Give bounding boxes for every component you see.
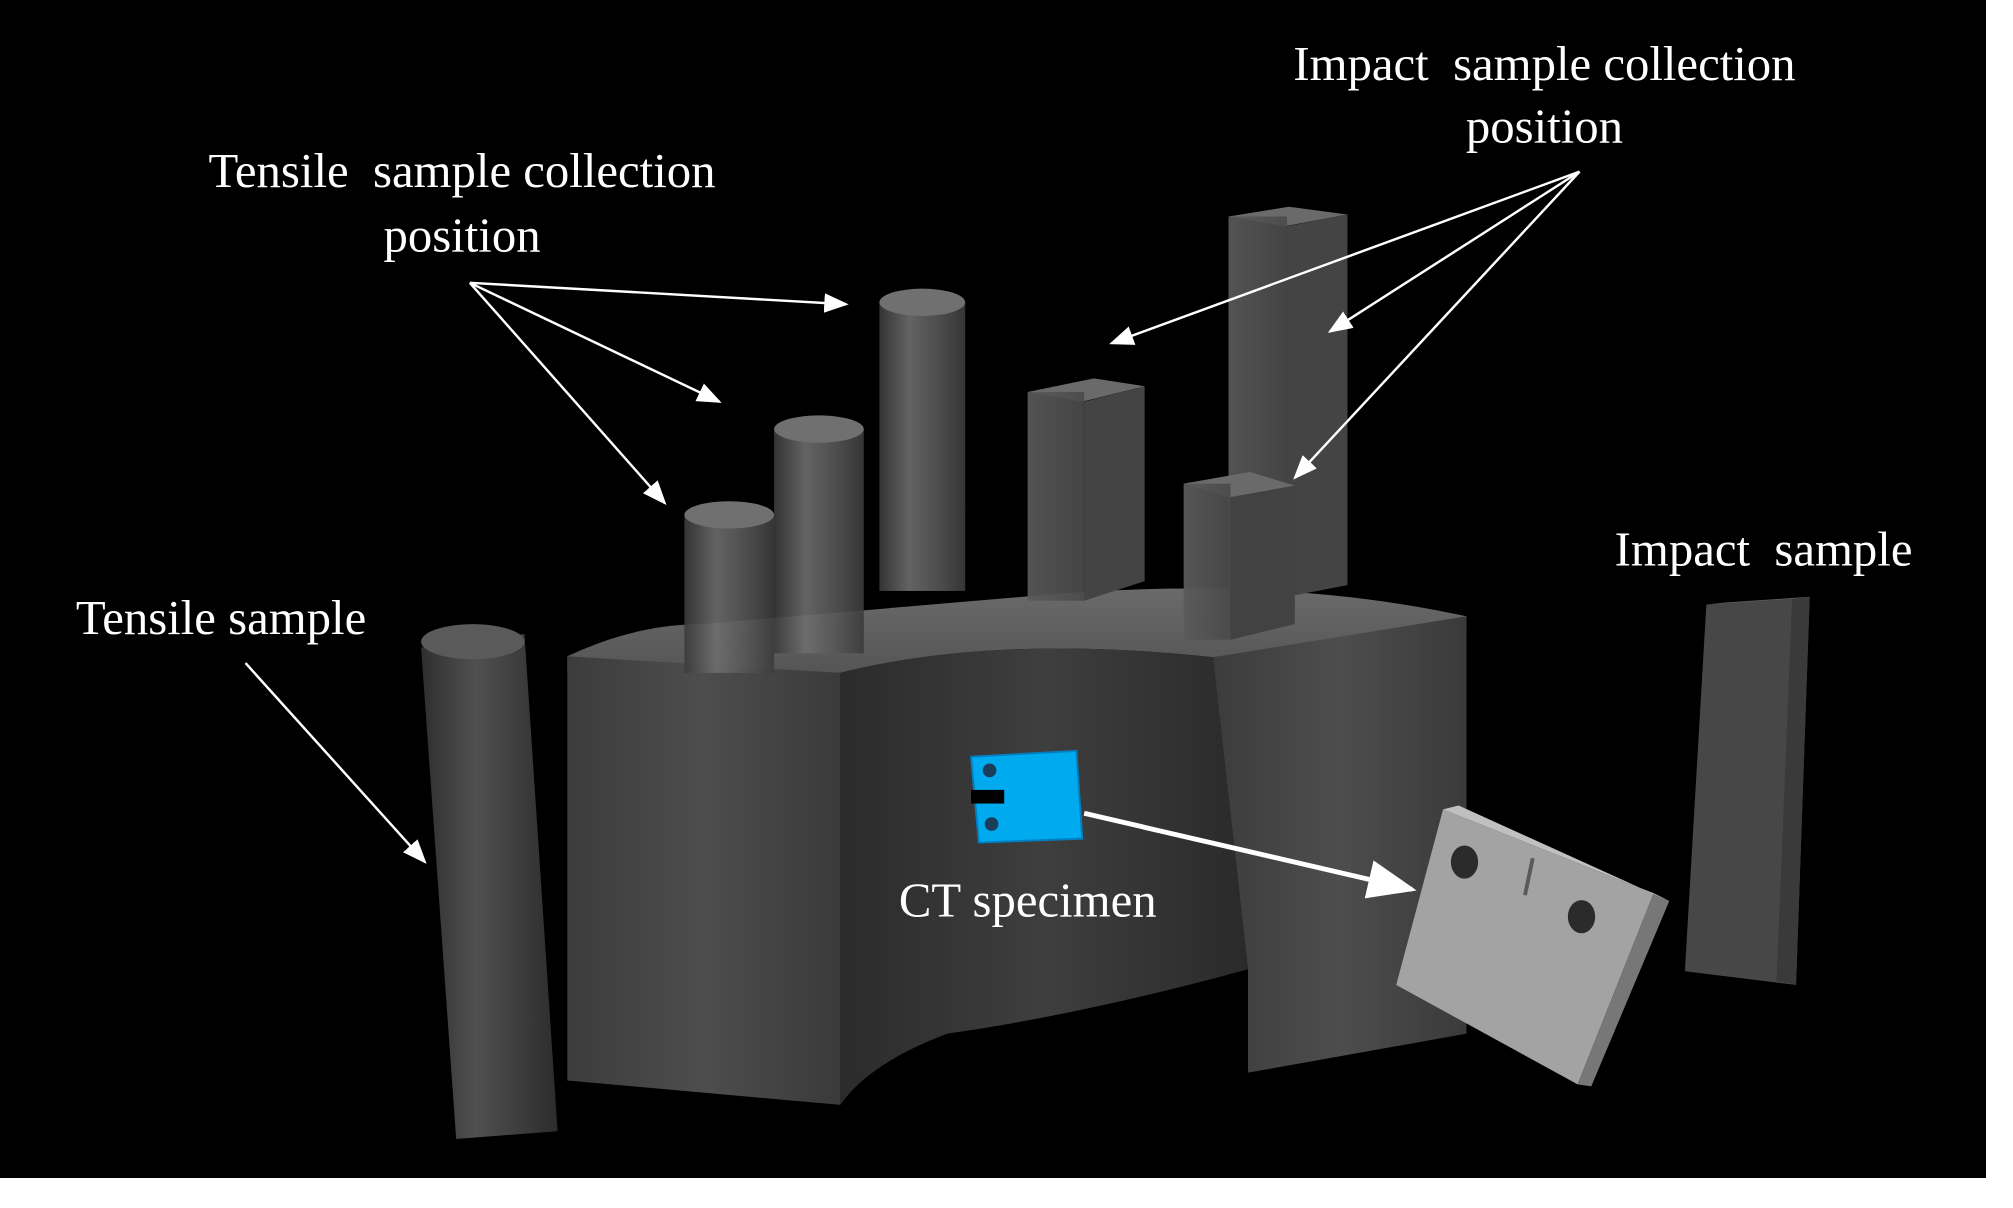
impact-collection-label-line1: Impact sample collection — [1293, 37, 1795, 91]
arrow-ct-specimen — [1083, 810, 1417, 899]
ct-specimen-label: CT specimen — [899, 874, 1157, 928]
tensile-collection-cylinders — [684, 288, 966, 673]
ct-specimen-plate — [1396, 805, 1670, 1087]
tensile-cylinder-2 — [774, 415, 864, 654]
arrow-tensile-to-cyl2 — [469, 281, 722, 403]
specimen-block — [567, 588, 1467, 1122]
arrow-impact-to-box2 — [1327, 170, 1581, 333]
tensile-collection-label-line1: Tensile sample collection — [209, 144, 716, 198]
ct-specimen-icon — [969, 749, 1084, 844]
arrow-tensile-sample — [244, 662, 427, 864]
block-inner-curve — [840, 648, 1249, 1105]
block-bottom-opening — [840, 969, 1249, 1122]
tensile-cylinder-1 — [684, 501, 775, 673]
annotation-arrows — [244, 170, 1581, 899]
impact-box-1 — [1027, 378, 1145, 601]
impact-sample-bar — [1684, 596, 1810, 985]
tensile-sample-label: Tensile sample — [76, 591, 366, 645]
labels: Tensile sample collection position Impac… — [76, 37, 1913, 928]
arrow-impact-to-box3 — [1293, 170, 1581, 480]
tensile-sample-cylinder — [421, 624, 558, 1139]
tensile-collection-label-line2: position — [383, 209, 540, 263]
impact-collection-boxes — [1027, 206, 1348, 640]
impact-box-3 — [1183, 471, 1295, 640]
arrow-impact-to-box1 — [1109, 170, 1580, 345]
arrow-tensile-to-cyl1 — [468, 281, 667, 506]
block-left-face — [567, 656, 841, 1105]
diagram-canvas: Tensile sample collection position Impac… — [0, 0, 1986, 1178]
impact-collection-label-line2: position — [1466, 99, 1623, 153]
impact-sample-label: Impact sample — [1615, 523, 1913, 577]
block-right-face — [1212, 616, 1467, 1073]
tensile-cylinder-3 — [879, 288, 966, 591]
arrow-tensile-to-cyl3 — [469, 281, 849, 313]
